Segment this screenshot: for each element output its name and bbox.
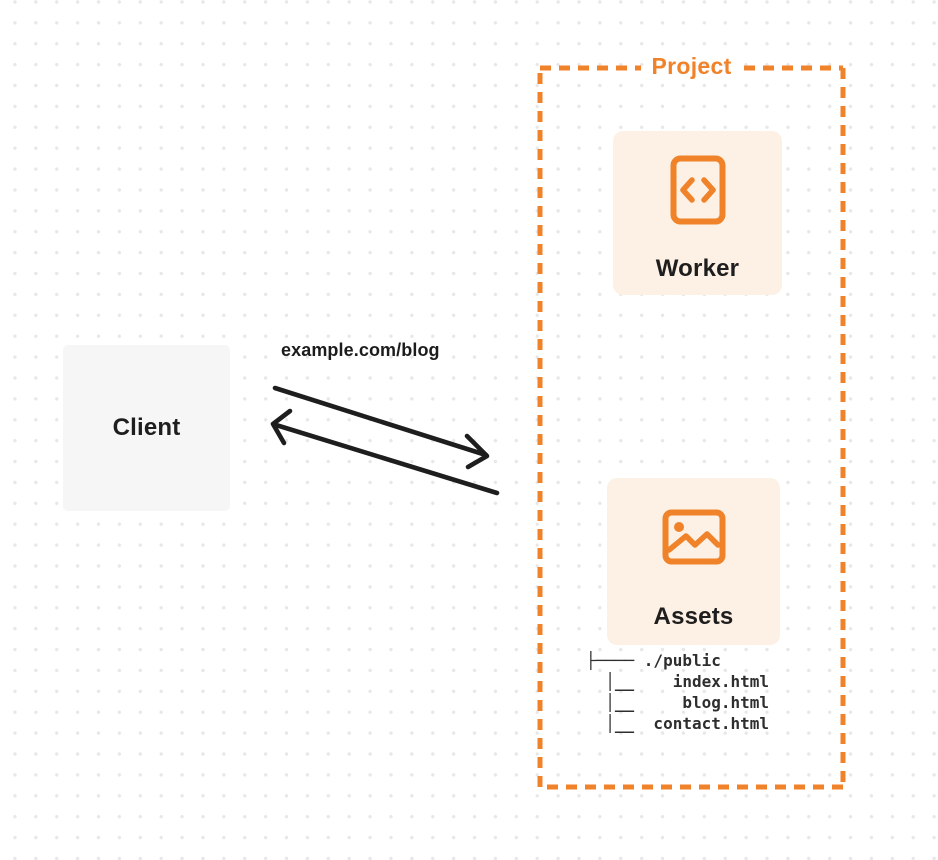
request-arrow [272,385,490,470]
image-icon [662,509,726,570]
file-tree-line: │__ contact.html [586,714,770,733]
project-boundary [537,65,846,790]
assets-node: Assets [607,478,780,645]
response-arrow [270,408,500,496]
worker-label: Worker [655,255,740,282]
file-tree-line: │__ blog.html [586,693,770,712]
worker-node: Worker [613,131,782,295]
assets-file-tree: ├──── ./public │__ index.html │__ blog.h… [586,650,769,734]
client-node: Client [63,345,230,511]
request-url-label: example.com/blog [281,340,440,360]
file-tree-line: ├──── ./public [586,651,721,670]
client-label: Client [112,414,181,441]
code-document-icon [670,155,726,230]
assets-label: Assets [653,603,734,630]
file-tree-line: │__ index.html [586,672,770,691]
project-group-label: Project [651,53,732,79]
